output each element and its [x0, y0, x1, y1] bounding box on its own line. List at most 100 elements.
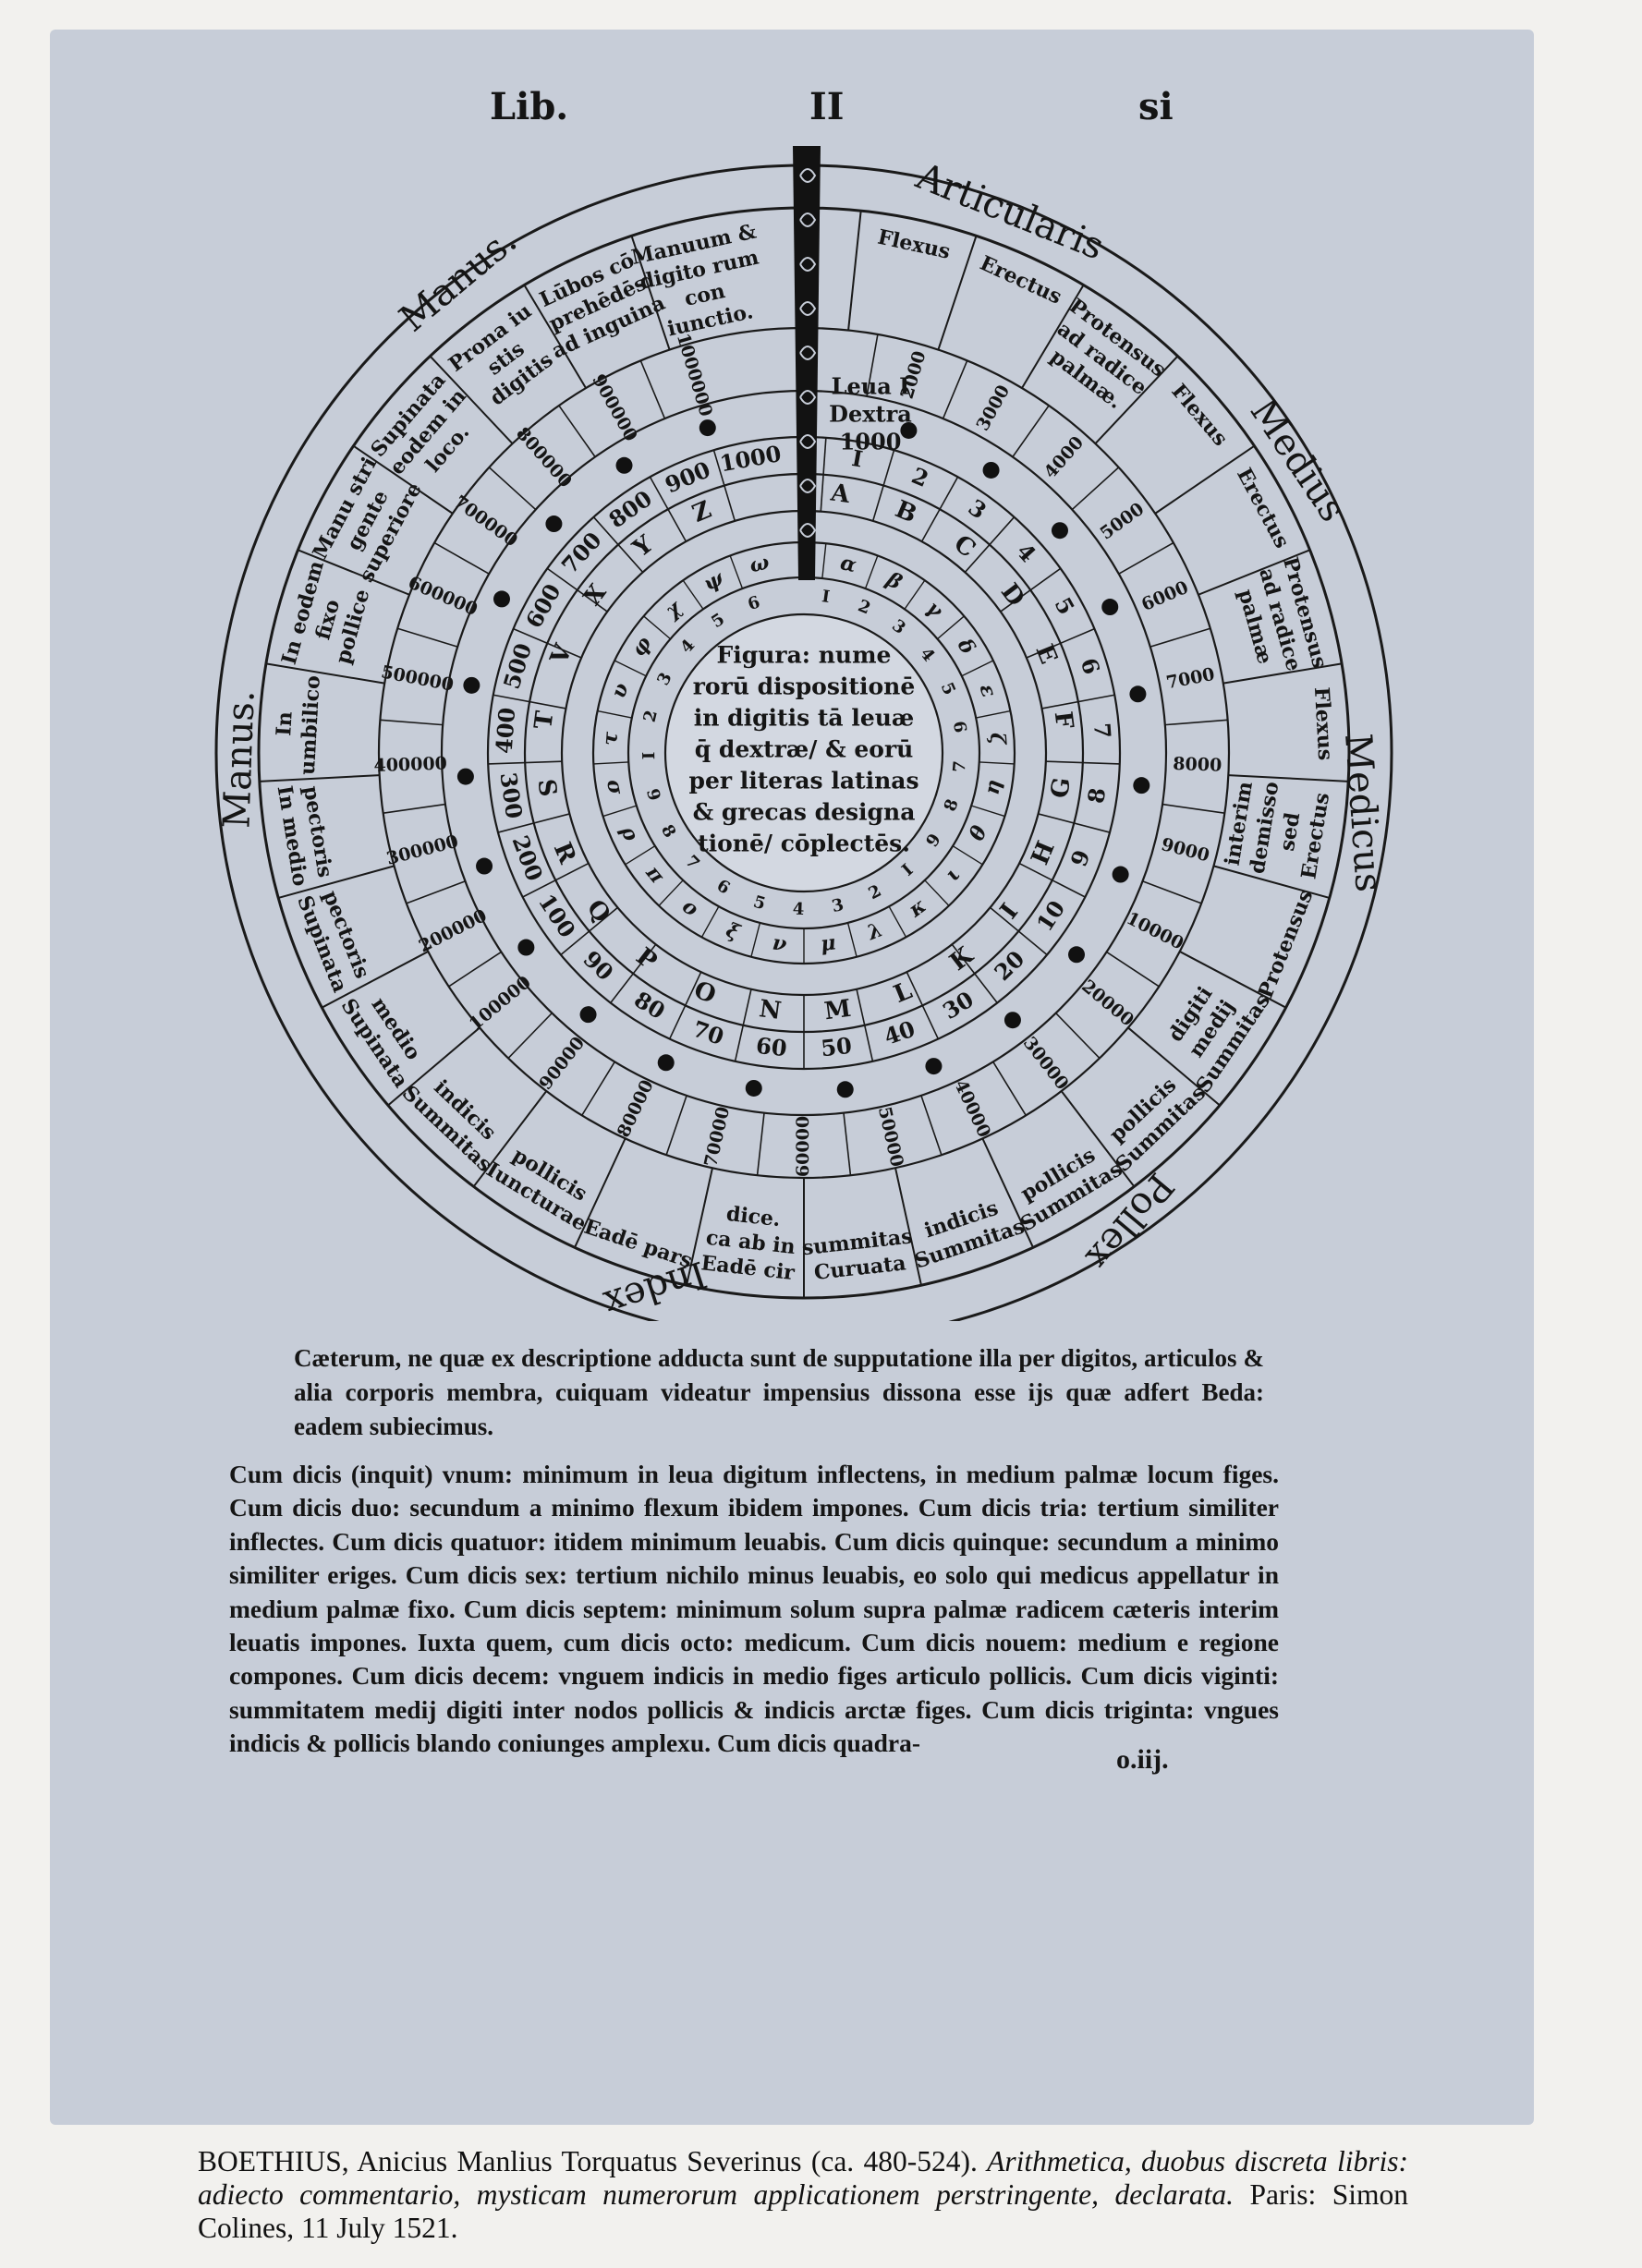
units-divider: [820, 437, 827, 512]
band-ornament: [799, 257, 817, 272]
units-number: 100: [533, 889, 581, 942]
center-text: & grecas designa: [693, 799, 916, 826]
caption: BOETHIUS, Anicius Manlius Torquatus Seve…: [198, 2145, 1408, 2245]
outer-cell-divider: [523, 285, 587, 389]
outer-cell-divider: [1179, 951, 1287, 1009]
running-head-center: II: [809, 85, 845, 128]
latin-letter: R: [548, 839, 581, 868]
ring-dot: [1101, 599, 1119, 616]
ring-dot: [456, 768, 474, 785]
greek-divider: [729, 555, 744, 589]
greek-letter: ε: [974, 681, 1001, 700]
outer-cell-text: dice.: [725, 1202, 782, 1231]
leua-dextra-text: 1000: [840, 429, 902, 455]
greek-divider: [888, 905, 907, 938]
greek-letter: σ: [602, 778, 628, 797]
greek-letter: θ: [965, 822, 992, 845]
inner-ring-number: 8: [657, 821, 679, 841]
inner-ring-number: 6: [713, 876, 734, 898]
band-ornament: [799, 212, 817, 227]
thousands-number: 300000: [384, 831, 460, 869]
units-divider: [488, 760, 563, 765]
thousands-divider: [383, 803, 446, 814]
thousands-divider: [1149, 627, 1211, 648]
running-head: Lib. II si: [0, 85, 1642, 140]
thousands-divider: [1055, 1013, 1101, 1060]
units-divider: [906, 971, 940, 1039]
outer-cell-divider: [352, 444, 454, 515]
ring-circle: [663, 612, 944, 893]
thousands-number: 4000: [1040, 432, 1089, 482]
outer-cell-divider: [1060, 1090, 1136, 1188]
outer-cell-text: Protensus: [1254, 887, 1319, 1002]
outer-cell-divider: [1021, 285, 1085, 389]
outer-cell-text: Erectus: [1296, 791, 1334, 880]
inner-ring-number: I: [638, 752, 657, 760]
units-number: 400: [491, 707, 521, 755]
ring-dot: [900, 421, 918, 439]
ring-dot: [1051, 522, 1068, 540]
outer-cell-divider: [321, 951, 429, 1009]
inner-ring-number: 9: [922, 831, 944, 851]
greek-letter: κ: [904, 893, 930, 922]
band-ornament: [799, 390, 817, 405]
inner-ring-number: 2: [855, 596, 873, 618]
outer-cell-text: Flexus: [1309, 686, 1337, 761]
outer-cell-divider: [298, 549, 410, 596]
inner-ring-number: 5: [751, 892, 768, 915]
thousands-divider: [558, 405, 596, 458]
greek-divider: [821, 543, 827, 579]
outer-cell-divider: [894, 1168, 922, 1286]
outer-cell-divider: [277, 865, 395, 899]
inner-ring-number: I: [821, 587, 831, 607]
greek-divider: [961, 660, 994, 677]
greek-letter: χ: [659, 595, 687, 624]
greek-divider: [846, 922, 857, 957]
thousands-divider: [920, 1095, 943, 1156]
outer-cell-divider: [1198, 549, 1310, 596]
thousands-number: 5000: [1097, 499, 1149, 544]
latin-letter: O: [690, 976, 720, 1010]
units-divider: [610, 943, 657, 1004]
ring-dot: [517, 939, 535, 956]
ring-dot: [982, 461, 1000, 479]
units-number: 700: [556, 527, 607, 579]
thousands-divider: [448, 951, 502, 988]
running-head-left: Lib.: [490, 85, 569, 128]
latin-letter: A: [828, 479, 852, 509]
thousands-number: 200000: [416, 905, 491, 957]
ring-dot: [476, 857, 493, 875]
greek-letter: α: [838, 551, 859, 577]
units-divider: [668, 971, 702, 1039]
thousands-number: 600000: [405, 573, 480, 621]
units-divider: [1018, 862, 1086, 898]
band-ornament: [799, 301, 817, 316]
thousands-number: 80000: [614, 1076, 658, 1140]
band-ornament: [799, 434, 817, 449]
greek-divider: [970, 805, 1005, 818]
units-number: 5: [1049, 592, 1079, 619]
units-divider: [920, 476, 959, 542]
running-head-right: si: [1138, 85, 1174, 128]
thousands-divider: [1118, 541, 1174, 575]
thousands-divider: [1012, 405, 1050, 458]
units-divider: [951, 943, 998, 1004]
label-medicus: Medicus: [1336, 733, 1390, 894]
units-number: 8: [1082, 786, 1111, 806]
units-divider: [856, 988, 874, 1061]
greek-letter: ω: [748, 551, 772, 578]
greek-divider: [750, 922, 761, 957]
inner-ring-number: 3: [830, 895, 845, 916]
outer-cell-text: Flexus: [1166, 380, 1232, 451]
inner-ring-number: 4: [676, 636, 699, 657]
outer-cell-divider: [1228, 774, 1349, 782]
units-number: 6: [1076, 655, 1106, 677]
thousands-divider: [866, 334, 879, 397]
units-number: 4: [1011, 538, 1041, 567]
latin-letter: S: [531, 778, 561, 799]
latin-letter: I: [995, 899, 1024, 925]
band-ornament: [799, 479, 817, 493]
thousands-number: 70000: [700, 1105, 734, 1169]
outer-cell-divider: [387, 1026, 480, 1107]
